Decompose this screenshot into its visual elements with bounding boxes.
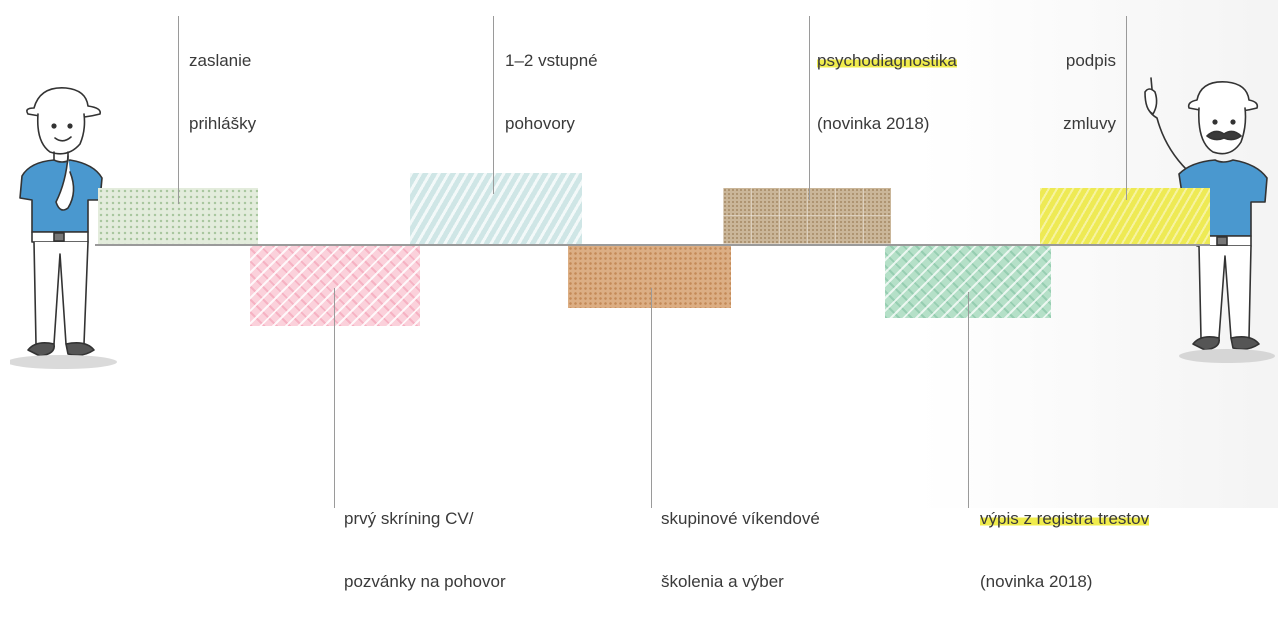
label-line: zmluvy	[1063, 114, 1116, 133]
connector-line	[1126, 16, 1127, 200]
highlighted-text: výpis z registra trestov	[980, 509, 1150, 528]
label-line: (novinka 2018)	[980, 572, 1093, 591]
step-label-weekend-training: skupinové víkendové školenia a výber	[661, 466, 820, 634]
label-line: pohovory	[505, 114, 575, 133]
label-line: podpis	[1065, 51, 1116, 70]
step-label-application: zaslanie prihlášky	[189, 8, 256, 176]
connector-line	[178, 16, 179, 204]
connector-line	[651, 288, 652, 508]
step-block-weekend-training	[568, 246, 731, 308]
step-label-criminal-record: výpis z registra trestov (novinka 2018)	[980, 466, 1150, 634]
step-block-cv-screening	[250, 246, 420, 326]
label-line: 1–2 vstupné	[505, 51, 598, 70]
label-line: zaslanie	[189, 51, 252, 70]
step-block-psychodiagnostics	[723, 188, 891, 244]
step-label-psychodiagnostics: psychodiagnostika (novinka 2018)	[817, 8, 957, 176]
highlighted-text: psychodiagnostika	[817, 51, 957, 70]
label-line: prvý skríning CV/	[344, 509, 474, 528]
pointing-man-icon	[1144, 77, 1275, 363]
label-line: (novinka 2018)	[817, 114, 930, 133]
connector-line	[334, 288, 335, 508]
step-label-contract: podpis zmluvy	[1020, 8, 1116, 176]
step-block-application	[98, 188, 258, 244]
step-block-interviews	[410, 173, 582, 244]
label-line: školenia a výber	[661, 572, 784, 591]
step-label-cv-screening: prvý skríning CV/ pozvánky na pohovor	[344, 466, 506, 634]
connector-line	[809, 16, 810, 200]
label-line: prihlášky	[189, 114, 257, 133]
step-block-contract	[1040, 188, 1210, 244]
thinking-man-icon	[10, 87, 117, 369]
label-line: skupinové víkendové	[661, 509, 820, 528]
connector-line	[493, 16, 494, 194]
connector-line	[968, 292, 969, 508]
recruitment-timeline: zaslanie prihlášky prvý skríning CV/ poz…	[10, 0, 1278, 591]
timeline-baseline	[95, 244, 1210, 246]
label-line: pozvánky na pohovor	[344, 572, 506, 591]
step-label-interviews: 1–2 vstupné pohovory	[505, 8, 598, 176]
